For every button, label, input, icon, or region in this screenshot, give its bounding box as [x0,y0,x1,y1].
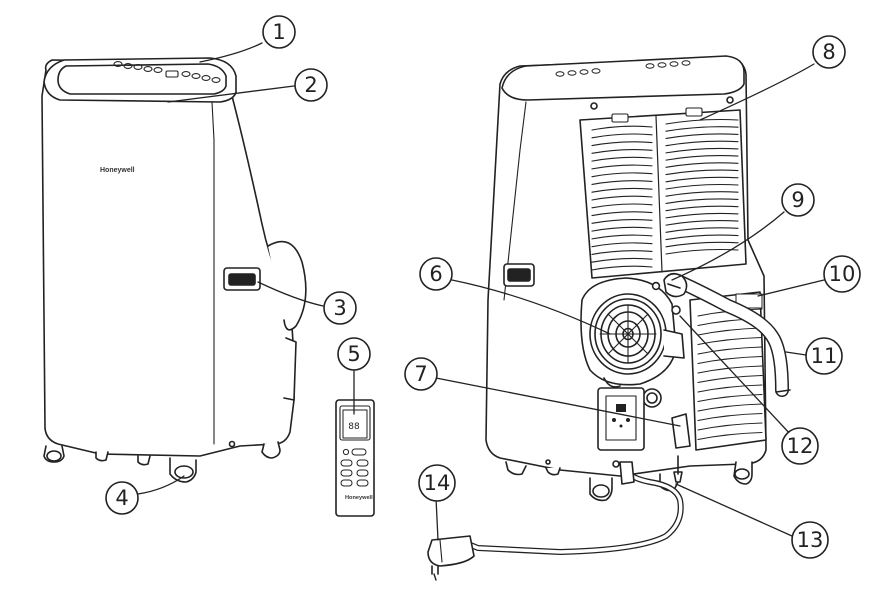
callout-13: 13 [791,521,829,559]
callout-4: 4 [105,481,139,515]
grille-slat [665,155,739,161]
grille-slat [591,265,653,271]
power-cord-socket [597,387,645,451]
callout-4-label: 4 [115,486,128,510]
grille-slat [665,162,739,168]
callout-2-label: 2 [304,73,317,97]
front-unit: Honeywell [41,57,307,483]
callout-7: 7 [404,357,438,391]
grille-slat [697,355,763,365]
callout-10: 10 [823,255,861,293]
grille-slat [665,126,739,132]
grille-slat [665,220,739,226]
grille-slat [591,125,653,131]
grille-slat [697,374,763,384]
callout-14-label: 14 [424,471,451,495]
grille-slat [665,169,739,176]
grille-slat [591,250,653,255]
front-brand-label: Honeywell [100,167,135,174]
callout-8-label: 8 [822,40,835,64]
grille-slat [697,422,763,431]
grille-slat [591,149,653,154]
grille-slat [591,180,653,185]
callout-13-label: 13 [797,528,824,552]
remote-brand-label: Honeywell [345,495,373,501]
grille-slat [697,431,763,441]
grille-slat [591,226,653,232]
drain-hose [663,272,791,397]
grille-slat [697,346,763,355]
callout-6-label: 6 [429,262,442,286]
callout-5: 5 [337,337,371,371]
grille-slat [591,211,653,217]
upper-air-filter-grille [579,107,747,279]
remote-display: 88 [348,422,360,432]
grille-slat [591,172,653,178]
callout-12: 12 [781,427,819,465]
callout-11: 11 [805,337,843,375]
lower-air-filter-grille [689,291,767,451]
grille-slat [697,412,763,422]
grille-slat [665,183,739,190]
grille-slat [665,205,739,212]
grille-slat [665,140,739,147]
grille-slat [665,234,739,241]
callout-8: 8 [812,35,846,69]
water-drain-upper [671,305,681,315]
grille-slat [591,234,653,240]
callout-11-label: 11 [811,344,838,368]
grille-slat [697,384,763,393]
callout-2: 2 [294,68,328,102]
callout-7-label: 7 [414,362,427,386]
callout-1-label: 1 [272,20,285,44]
callout-6: 6 [419,257,453,291]
callout-9: 9 [781,183,815,217]
rear-control-buttons [555,60,691,77]
grille-slat [665,133,739,139]
grille-slat [665,191,739,197]
callout-3-label: 3 [333,296,346,320]
grille-slat [591,219,653,224]
callout-10-label: 10 [829,262,856,286]
grille-slat [591,133,653,139]
callout-5-label: 5 [347,342,360,366]
grille-slat [591,195,653,201]
front-control-buttons [113,61,221,83]
grille-slat [591,156,653,162]
rear-unit [485,55,767,502]
grille-slat [591,242,653,248]
callout-9-label: 9 [791,188,804,212]
grille-slat [665,212,739,219]
front-casters [43,441,281,483]
grille-slat [591,141,653,147]
grille-slat [665,198,739,204]
grille-slat [591,164,653,170]
grille-slat [665,241,739,248]
grille-slat [591,203,653,209]
grille-slat [591,257,653,263]
grille-slat [665,118,739,125]
callout-12-label: 12 [787,434,814,458]
exhaust-outlet [580,277,685,388]
power-cord-and-plug [427,461,684,581]
callout-3: 3 [323,291,357,325]
grille-slat [665,176,739,183]
grille-slat [697,336,763,346]
grille-slat [665,227,739,233]
grille-slat [591,187,653,193]
callout-1: 1 [262,15,296,49]
grille-slat [665,147,739,154]
grille-slat [697,403,763,412]
callout-14: 14 [418,464,456,502]
remote-control: 88 Honeywell [335,399,375,517]
leader-lines [137,42,825,541]
grille-slat [697,393,763,403]
drain-plug [642,388,662,408]
